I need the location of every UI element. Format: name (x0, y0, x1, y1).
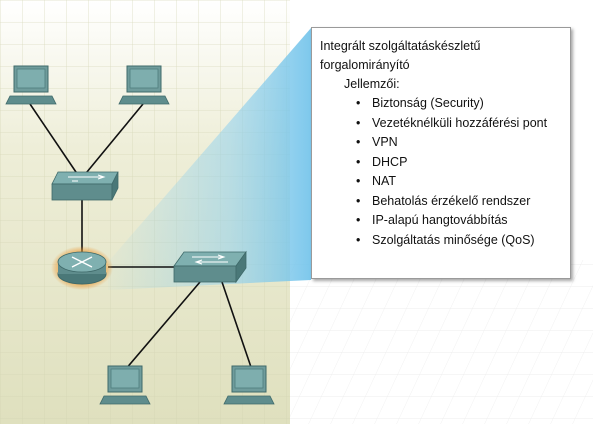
pc-icon (5, 65, 57, 105)
pc-icon (118, 65, 170, 105)
feature-label: Behatolás érzékelő rendszer (372, 193, 531, 208)
bullet: • (356, 115, 361, 130)
feature-label: VPN (372, 135, 398, 149)
list-item: • DHCP (352, 153, 547, 173)
list-item: • Behatolás érzékelő rendszer (352, 192, 547, 212)
switch-icon (51, 171, 119, 201)
link-pc-tr-switch (81, 103, 144, 179)
link-switch-pc-bl (124, 281, 201, 371)
list-item: • Biztonság (Security) (352, 94, 547, 114)
feature-label: DHCP (372, 154, 408, 169)
bullet: • (356, 154, 361, 169)
bullet: • (356, 96, 361, 110)
callout-title: Integrált szolgáltatáskészletű forgalomi… (320, 39, 481, 72)
switch-icon (173, 250, 247, 284)
bullet: • (356, 193, 361, 208)
isr-router-icon (51, 246, 113, 290)
link-switch-pc-br (221, 281, 253, 371)
feature-label: NAT (372, 174, 397, 188)
feature-label: IP-alapú hangtovábbítás (372, 213, 508, 227)
bullet: • (356, 232, 361, 247)
feature-list: • Biztonság (Security) • Vezetéknélküli ho… (352, 94, 547, 250)
feature-label: Szolgáltatás minősége (QoS) (372, 232, 535, 247)
pc-icon (99, 365, 151, 405)
highlight-beam (108, 28, 311, 290)
bullet: • (356, 213, 361, 227)
list-item: • IP-alapú hangtovábbítás (352, 211, 547, 231)
link-pc-tl-switch (29, 103, 81, 179)
pc-icon (223, 365, 275, 405)
bullet: • (356, 135, 361, 149)
feature-label: Vezetéknélküli hozzáférési pont (372, 115, 548, 130)
feature-label: Biztonság (Security) (372, 96, 484, 110)
list-item: • NAT (352, 172, 547, 192)
feature-callout: Integrált szolgáltatáskészletű forgalomi… (311, 27, 571, 279)
network-links (29, 103, 253, 371)
list-item: • Vezetéknélküli hozzáférési pont (352, 114, 547, 134)
callout-subtitle: Jellemzői: (344, 77, 400, 91)
list-item: • VPN (352, 133, 547, 153)
list-item: • Szolgáltatás minősége (QoS) (352, 231, 547, 251)
bullet: • (356, 174, 361, 188)
